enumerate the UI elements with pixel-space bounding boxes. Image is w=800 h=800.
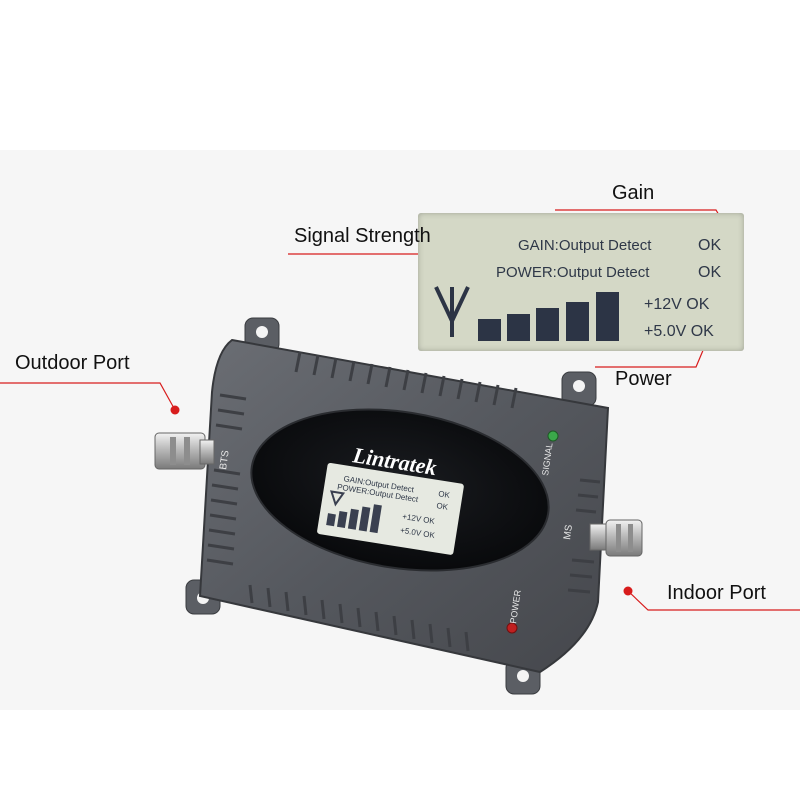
outdoor-port-connector — [154, 432, 215, 470]
svg-text:MS: MS — [562, 524, 575, 541]
gain-callout-label: Gain — [612, 182, 655, 204]
antenna-icon — [434, 286, 470, 337]
indoor-callout-dot — [623, 586, 633, 596]
voltage-12v-status: +12V OK — [644, 296, 710, 313]
signal-bar — [507, 314, 530, 341]
signal-bar — [566, 302, 589, 341]
signal-bar — [596, 292, 619, 341]
outdoor-callout-dot — [170, 405, 180, 415]
indoor-port-connector — [589, 519, 643, 557]
voltage-5v-status: +5.0V OK — [644, 323, 714, 340]
svg-text:OK: OK — [436, 501, 449, 512]
signal-led — [547, 430, 559, 442]
heat-sink-fins — [206, 393, 247, 566]
svg-text:POWER: POWER — [508, 589, 523, 625]
signal-strength-callout-label: Signal Strength — [294, 225, 431, 247]
zoomed-lcd-display: GAIN:Output Detect OK POWER:Output Detec… — [418, 213, 744, 351]
signal-bar — [478, 319, 501, 341]
signal-bar — [536, 308, 559, 341]
power-led — [506, 622, 518, 634]
svg-text:BTS: BTS — [218, 449, 232, 470]
power-callout-label: Power — [615, 368, 672, 390]
power-detect-label: POWER:Output Detect — [496, 264, 650, 281]
device-lcd: GAIN:Output Detect OK POWER:Output Detec… — [317, 462, 464, 555]
indoor-port-callout-label: Indoor Port — [667, 582, 766, 604]
svg-text:OK: OK — [438, 489, 451, 500]
gain-detect-status: OK — [698, 237, 722, 254]
svg-text:SIGNAL: SIGNAL — [540, 442, 554, 476]
gain-detect-label: GAIN:Output Detect — [518, 237, 652, 254]
outdoor-port-callout-label: Outdoor Port — [15, 352, 130, 374]
power-detect-status: OK — [698, 264, 722, 281]
